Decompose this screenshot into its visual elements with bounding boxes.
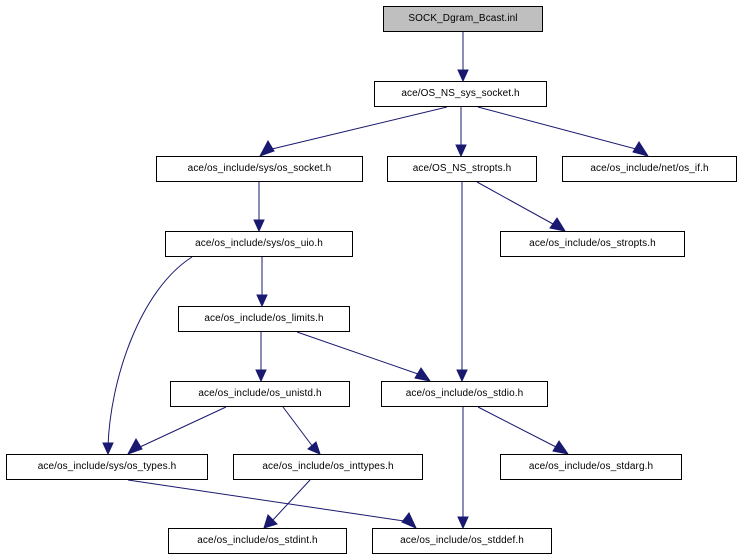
edge-n10-to-n14 <box>127 479 405 522</box>
arrowhead-n5-to-n7 <box>256 294 268 308</box>
graph-node-label: ace/os_include/net/os_if.h <box>590 163 709 174</box>
graph-node-label: ace/os_include/sys/os_uio.h <box>195 238 323 249</box>
arrowhead-n1-to-n2 <box>258 139 275 157</box>
graph-node-ace-os-include-os-stdio-h[interactable]: ace/os_include/os_stdio.h <box>381 381 548 407</box>
edge-n8-to-n10 <box>139 406 227 448</box>
graph-node-ace-os-include-os-stdint-h[interactable]: ace/os_include/os_stdint.h <box>168 528 347 554</box>
arrowhead-n8-to-n11 <box>307 441 321 455</box>
arrowhead-n7-to-n8 <box>255 369 267 383</box>
edge-n8-to-n11 <box>282 406 314 448</box>
graph-node-ace-os-include-sys-os-uio-h[interactable]: ace/os_include/sys/os_uio.h <box>165 231 353 257</box>
arrowhead-n8-to-n10 <box>126 437 143 455</box>
graph-node-label: ace/os_include/os_stropts.h <box>529 238 656 249</box>
arrowhead-n7-to-n9 <box>414 367 432 382</box>
graph-node-ace-os-ns-sys-socket-h[interactable]: ace/OS_NS_sys_socket.h <box>374 81 547 107</box>
arrowhead-n1-to-n4 <box>632 141 650 157</box>
arrowhead-n0-to-n1 <box>457 69 469 83</box>
edge-n1-to-n4 <box>477 106 637 150</box>
arrowhead-n9-to-n12 <box>552 440 570 455</box>
edge-n7-to-n9 <box>296 331 419 375</box>
graph-node-ace-os-include-sys-os-socket-h[interactable]: ace/os_include/sys/os_socket.h <box>156 156 363 182</box>
arrowhead-n2-to-n5 <box>253 219 265 233</box>
arrowhead-n11-to-n13 <box>263 514 278 529</box>
graph-node-ace-os-include-os-limits-h[interactable]: ace/os_include/os_limits.h <box>178 306 350 332</box>
graph-node-label: ace/os_include/os_stdint.h <box>197 535 318 546</box>
graph-node-label: ace/OS_NS_sys_socket.h <box>401 88 520 99</box>
graph-node-ace-os-include-os-unistd-h[interactable]: ace/os_include/os_unistd.h <box>170 381 350 407</box>
graph-node-sock-dgram-bcast-inl[interactable]: SOCK_Dgram_Bcast.inl <box>383 6 543 32</box>
graph-node-ace-os-include-os-stropts-h[interactable]: ace/os_include/os_stropts.h <box>500 231 685 257</box>
graph-node-ace-os-include-os-stdarg-h[interactable]: ace/os_include/os_stdarg.h <box>500 454 682 480</box>
graph-node-label: ace/os_include/os_unistd.h <box>198 388 322 399</box>
graph-node-ace-os-include-os-inttypes-h[interactable]: ace/os_include/os_inttypes.h <box>233 454 423 480</box>
graph-node-ace-os-ns-stropts-h[interactable]: ace/OS_NS_stropts.h <box>387 156 537 182</box>
graph-node-label: ace/OS_NS_stropts.h <box>412 163 512 174</box>
graph-node-label: ace/os_include/sys/os_types.h <box>37 461 177 472</box>
arrowhead-n3-to-n6 <box>549 217 567 232</box>
graph-node-label: ace/os_include/os_limits.h <box>204 313 324 324</box>
arrowhead-n9-to-n14 <box>457 516 469 530</box>
graph-node-label: ace/os_include/os_stdio.h <box>405 388 524 399</box>
edge-n1-to-n2 <box>271 106 448 150</box>
graph-node-label: SOCK_Dgram_Bcast.inl <box>408 13 518 24</box>
arrowhead-n3-to-n9 <box>456 369 468 383</box>
edge-n3-to-n6 <box>476 181 554 225</box>
arrowhead-n5-to-n10 <box>102 442 114 456</box>
graph-node-label: ace/os_include/os_stdarg.h <box>528 461 654 472</box>
arrowhead-n1-to-n3 <box>455 144 467 158</box>
graph-node-ace-os-include-net-os-if-h[interactable]: ace/os_include/net/os_if.h <box>562 156 737 182</box>
graph-node-label: ace/os_include/os_stddef.h <box>400 535 524 546</box>
edge-n9-to-n12 <box>477 406 557 448</box>
arrowhead-n10-to-n14 <box>401 512 418 529</box>
edge-n5-to-n10 <box>107 256 193 448</box>
graph-node-label: ace/os_include/os_inttypes.h <box>262 461 394 472</box>
edge-n11-to-n13 <box>271 479 311 522</box>
graph-node-ace-os-include-os-stddef-h[interactable]: ace/os_include/os_stddef.h <box>372 528 552 554</box>
graph-node-ace-os-include-sys-os-types-h[interactable]: ace/os_include/sys/os_types.h <box>6 454 208 480</box>
graph-node-label: ace/os_include/sys/os_socket.h <box>187 163 332 174</box>
